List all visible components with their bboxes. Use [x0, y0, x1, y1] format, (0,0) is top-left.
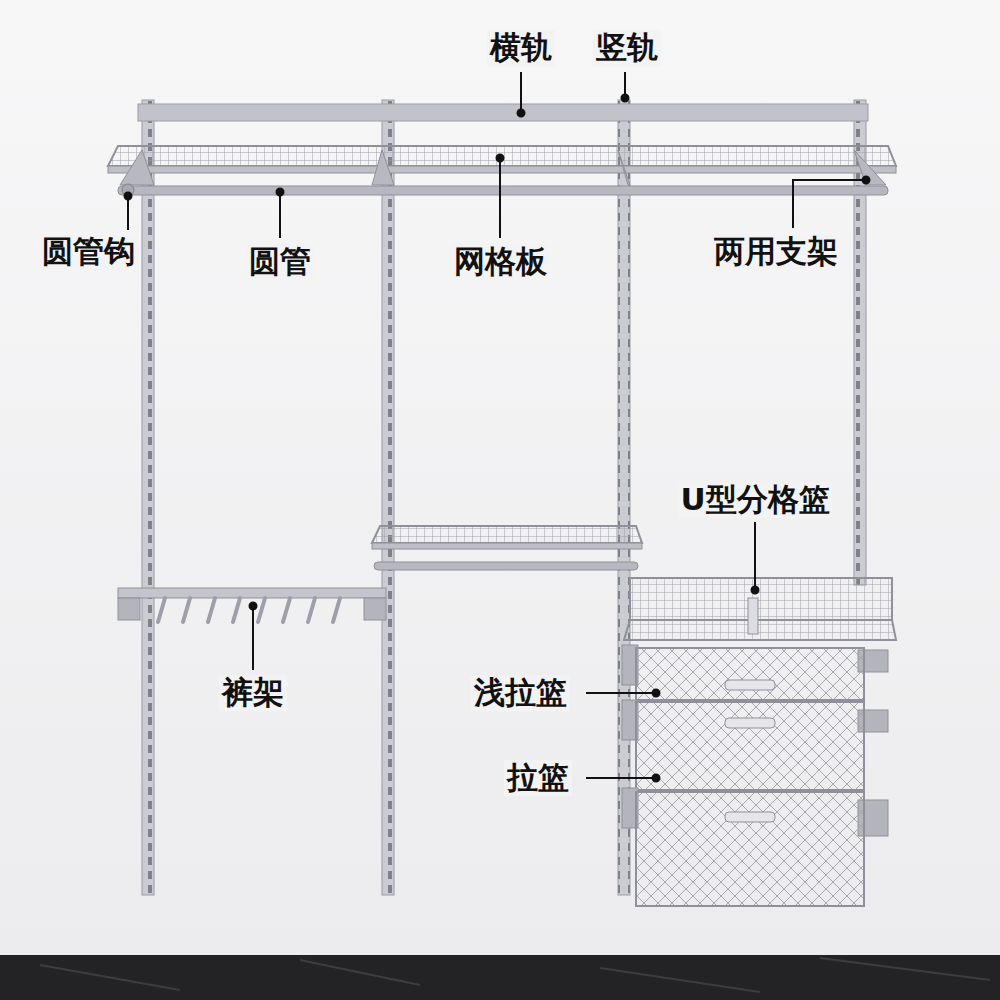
part-label: 横轨	[487, 30, 555, 66]
part-label: 两用支架	[711, 234, 841, 270]
pull-baskets	[622, 645, 888, 906]
floor	[0, 955, 1000, 1000]
part-label: 圆管	[246, 244, 314, 280]
middle-mesh-shelf	[372, 526, 642, 570]
round-tube	[118, 186, 888, 195]
horizontal-rail	[138, 104, 868, 121]
vertical-rails	[142, 100, 866, 895]
wall	[0, 0, 1000, 955]
part-label: 拉篮	[504, 760, 572, 796]
part-label: 裤架	[219, 675, 287, 711]
brackets	[120, 150, 886, 185]
part-label: 圆管钩	[39, 234, 138, 270]
part-label: 网格板	[451, 244, 550, 280]
part-label: U型分格篮	[677, 482, 832, 518]
part-label: 浅拉篮	[471, 675, 570, 711]
floor-veins	[40, 958, 990, 992]
leader-lines	[125, 72, 870, 782]
part-label: 竖轨	[593, 30, 661, 66]
top-mesh-shelf	[108, 146, 896, 196]
u-basket	[624, 578, 896, 640]
